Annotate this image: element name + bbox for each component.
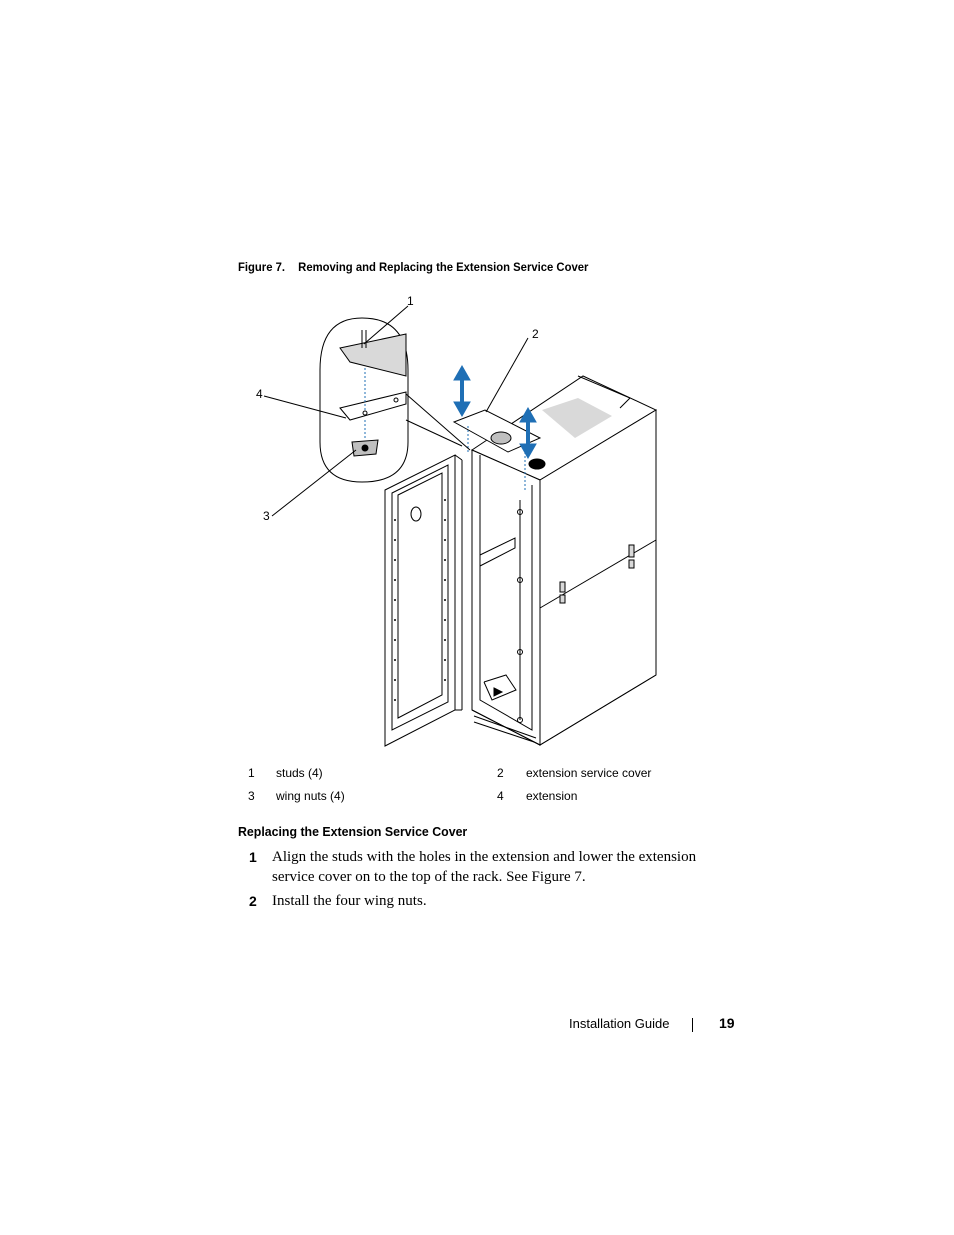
detail-callout	[319, 317, 471, 483]
section-heading: Replacing the Extension Service Cover	[238, 824, 468, 839]
callout-3: 3	[263, 509, 270, 523]
step-2-text: Install the four wing nuts.	[272, 893, 427, 909]
legend-num-1: 1	[248, 766, 255, 780]
page-number: 19	[719, 1015, 735, 1031]
legend-num-4: 4	[497, 789, 504, 803]
legend-num-3: 3	[248, 789, 255, 803]
legend-num-2: 2	[497, 766, 504, 780]
figure-caption: Figure 7. Removing and Replacing the Exte…	[238, 260, 588, 274]
figure-title: Removing and Replacing the Extension Ser…	[298, 260, 589, 274]
rack-cabinet	[470, 375, 658, 746]
callout-1: 1	[407, 294, 414, 308]
callout-leaders	[263, 305, 529, 517]
callout-4: 4	[256, 387, 263, 401]
legend-label-3: wing nuts (4)	[276, 789, 345, 803]
extension-service-cover	[452, 409, 546, 490]
legend-label-2: extension service cover	[526, 766, 652, 780]
figure-number: Figure 7.	[238, 260, 286, 274]
callout-2: 2	[532, 327, 539, 341]
lift-arrows	[453, 364, 537, 460]
step-2-number: 2	[249, 893, 257, 909]
rack-illustration: 1 2 3 4	[256, 294, 658, 747]
door-perforations	[394, 499, 446, 701]
step-1-number: 1	[249, 849, 257, 865]
legend-label-4: extension	[526, 789, 578, 803]
rack-door	[384, 454, 463, 747]
step-1-text: Align the studs with the holes in the ex…	[272, 849, 697, 885]
footer-separator	[692, 1018, 693, 1032]
footer-title: Installation Guide	[569, 1016, 670, 1031]
legend-label-1: studs (4)	[276, 766, 323, 780]
